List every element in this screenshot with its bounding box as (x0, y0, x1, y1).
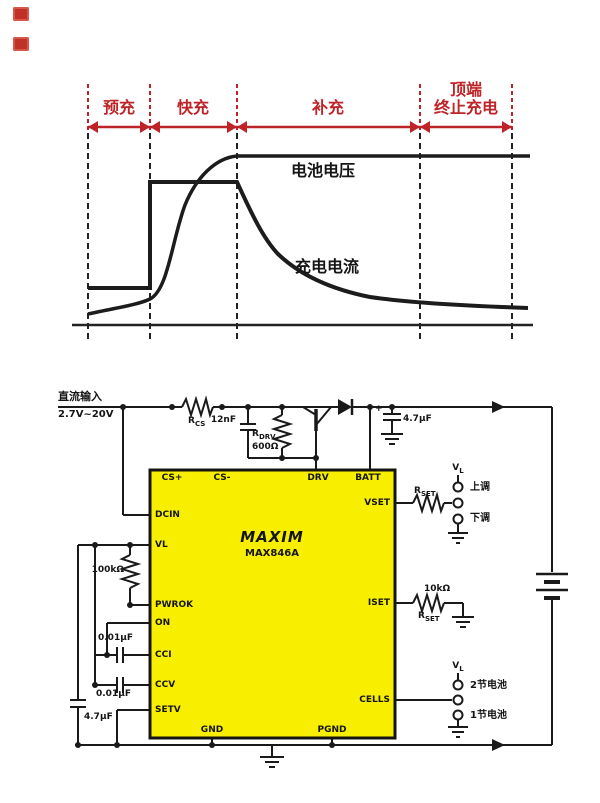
chip-brand: MAXIM (240, 528, 304, 546)
dc-input-label: 直流输入 (58, 390, 102, 403)
diode-icon (338, 399, 352, 415)
voltage-curve (87, 154, 530, 316)
adjust-up-label: 上调 (470, 482, 490, 493)
vset-vl-terminal-label: VL (452, 463, 464, 475)
charger-ic-body (148, 468, 397, 740)
vset-resistor-label: RSET (414, 486, 436, 498)
pin-pwrok: PWROK (155, 600, 194, 610)
pin-drv: DRV (307, 473, 329, 483)
phase-label-fastcharge: 快充 (176, 98, 210, 117)
pin-iset: ISET (367, 598, 390, 608)
cells-vl-terminal-label: VL (452, 661, 464, 673)
phase-label-terminate-1: 顶端 (449, 80, 483, 99)
cap-polarity-plus: + (375, 404, 383, 414)
pin-batt: BATT (355, 473, 381, 483)
circuit-symbols (75, 399, 505, 751)
output-cap-label: 4.7µF (403, 414, 432, 424)
chart-phase-annotations (87, 84, 513, 133)
drive-cap-label: 12nF (210, 415, 236, 425)
red-marker (13, 7, 29, 21)
pin-pgnd: PGND (317, 725, 347, 735)
pin-cells: CELLS (359, 695, 390, 705)
pin-dcin: DCIN (155, 510, 180, 520)
current-curve (88, 180, 529, 310)
voltage-curve-label: 电池电压 (290, 161, 356, 180)
sense-resistor-label: RCS (188, 416, 206, 428)
one-cell-label: 1节电池 (470, 710, 507, 721)
pin-vl: VL (155, 540, 168, 550)
pullup-resistor-label: 100kΩ (91, 565, 124, 575)
phase-label-terminate-2: 终止充电 (433, 98, 499, 117)
ccv-cap-label: 0.01µF (96, 689, 131, 699)
iset-resistor-value: 10kΩ (424, 584, 451, 594)
junction-dots (75, 404, 395, 748)
circuit-wires (58, 395, 568, 768)
pin-cci: CCI (155, 650, 172, 660)
red-marker (13, 37, 29, 51)
pin-ccv: CCV (155, 680, 176, 690)
pin-vset: VSET (364, 498, 390, 508)
input-cap-label: 4.7µF (84, 712, 113, 722)
two-cell-label: 2节电池 (470, 680, 507, 691)
current-curve-label: 充电电流 (294, 257, 360, 276)
drive-resistor-label: RDRV (252, 429, 276, 441)
phase-label-precharge: 预充 (102, 98, 136, 117)
pin-gnd: GND (200, 725, 224, 735)
pin-cs-plus: CS+ (161, 473, 183, 483)
cci-cap-label: 0.01µF (98, 633, 133, 643)
pin-setv: SETV (155, 705, 181, 715)
flow-arrow-top-icon (492, 401, 505, 413)
drive-resistor-value: 600Ω (252, 442, 279, 452)
iset-resistor-label: RSET (418, 611, 440, 623)
phase-label-topup: 补充 (311, 98, 345, 117)
chart-curves (87, 154, 530, 316)
pin-cs-minus: CS- (213, 473, 231, 483)
chip-part-number: MAX846A (244, 548, 300, 559)
dc-input-range: 2.7V~20V (58, 409, 114, 420)
chart-axes (72, 133, 533, 342)
adjust-down-label: 下调 (470, 513, 490, 524)
flow-arrow-bottom-icon (492, 739, 505, 751)
pin-on: ON (155, 618, 171, 628)
